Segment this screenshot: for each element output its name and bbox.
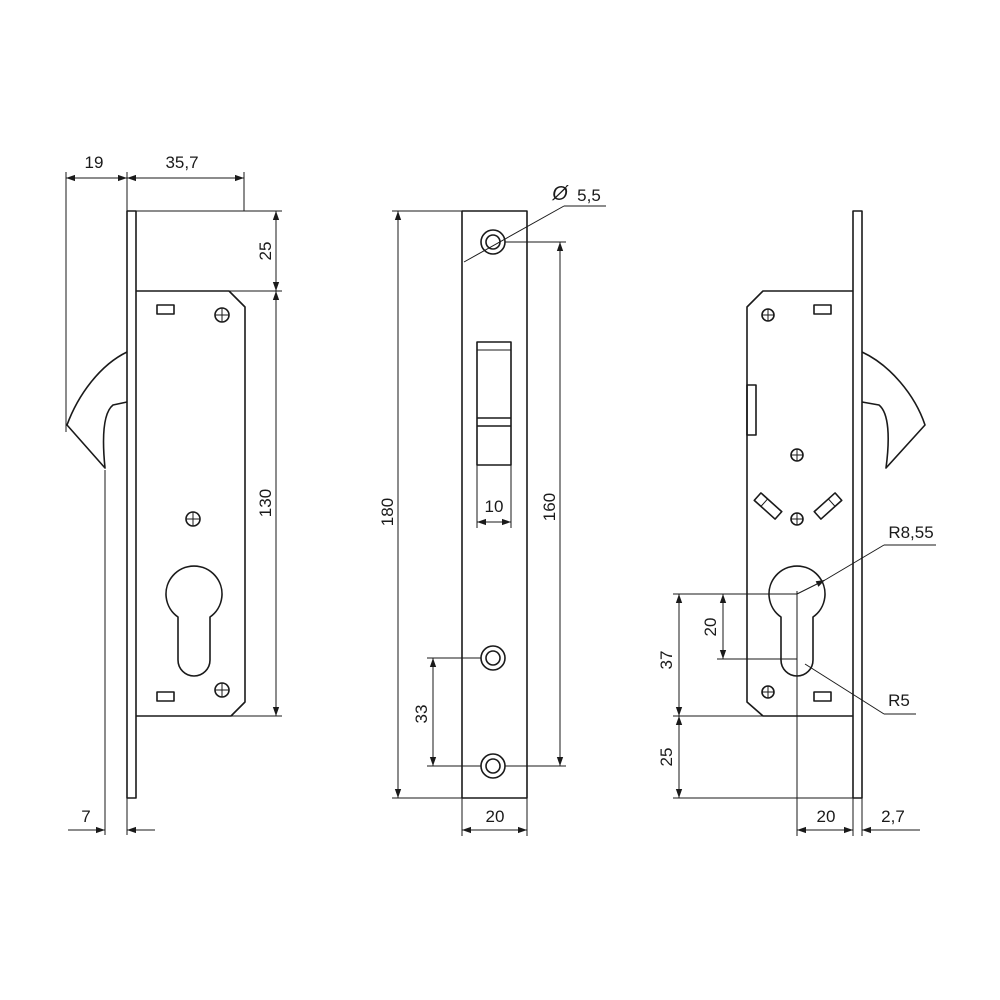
right-hook-bolt [861,351,926,469]
right-faceplate [852,210,863,799]
right-spring-left [753,492,783,520]
dim-bolt-width: 10 [485,497,504,516]
dim-faceplate-depth: 2,7 [881,807,905,826]
left-screw-top-icon [214,307,230,323]
dim-top-offset: 25 [256,242,275,261]
dim-body-depth: 35,7 [165,153,198,172]
front-bolt [476,341,512,466]
dim-faceplate-thickness: 7 [81,807,90,826]
right-side-view [673,210,936,836]
right-slot-top [813,304,832,315]
right-lock-body [746,290,853,717]
left-slot-bottom [156,691,175,702]
right-cylinder-cutout [768,565,826,677]
dim-hole-diameter: 5,5 [577,186,601,205]
left-hook-bolt [66,351,128,469]
right-hole-top-icon [761,308,775,322]
dim-backset-offset: 19 [85,153,104,172]
dim-bottom-offset: 25 [657,748,676,767]
dim-cylinder-height: 37 [657,651,676,670]
left-lock-body [136,290,246,717]
front-screw-hole-bottom [480,753,506,779]
dim-cylinder-radius-top: R8,55 [888,523,933,542]
dim-faceplate-height: 180 [378,498,397,526]
dim-hole-spacing: 160 [540,493,559,521]
right-hole-upper-icon [790,448,804,462]
left-slot-top [156,304,175,315]
left-side-view [65,172,282,835]
right-hole-lower-icon [790,512,804,526]
dim-body-height: 130 [256,489,275,517]
right-side-latch [746,384,757,436]
right-hole-bottom-icon [761,685,775,699]
dim-diameter-symbol: Ø [551,183,569,205]
dim-lower-hole-spacing: 33 [412,705,431,724]
front-faceplate [461,210,528,799]
dim-cylinder-radius-bottom: R5 [888,691,910,710]
left-screw-mid-icon [185,511,201,527]
left-screw-bottom-icon [214,682,230,698]
right-slot-bottom [813,691,832,702]
dim-backset: 20 [817,807,836,826]
left-faceplate [126,210,137,799]
dim-cylinder-centers: 20 [701,618,720,637]
dim-faceplate-width: 20 [486,807,505,826]
left-cylinder-cutout [165,565,223,677]
front-screw-hole-middle [480,645,506,671]
right-spring-right [813,492,843,520]
front-faceplate-view [392,205,606,836]
